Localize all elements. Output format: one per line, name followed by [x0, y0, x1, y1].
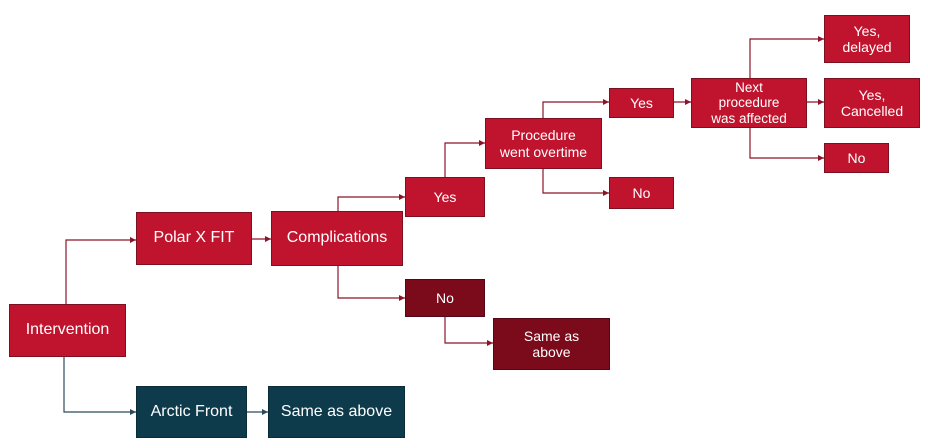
edge-yes-procedure — [444, 140, 485, 177]
edge-procedure-no — [542, 169, 609, 196]
node-complications: Complications — [271, 211, 403, 266]
node-overtime-no: No — [609, 177, 674, 209]
edge-next-delayed — [749, 36, 824, 78]
node-polar-x-fit: Polar X FIT — [136, 212, 252, 265]
node-yes-cancelled: Yes, Cancelled — [824, 78, 920, 128]
edge-procedure-yes — [542, 99, 609, 118]
edge-no-same-as-above — [444, 317, 493, 346]
edge-next-no — [749, 128, 824, 161]
node-next-no: No — [824, 143, 889, 173]
node-complications-yes: Yes — [405, 177, 485, 217]
edge-intervention-polar — [65, 237, 136, 304]
node-same-as-above-red: Same as above — [493, 318, 610, 370]
node-intervention: Intervention — [9, 304, 126, 357]
node-yes-delayed: Yes, delayed — [824, 15, 910, 63]
edge-intervention-arctic — [63, 357, 136, 415]
node-procedure-overtime: Procedure went overtime — [485, 118, 602, 169]
node-next-procedure: Next procedure was affected — [691, 78, 807, 128]
node-overtime-yes: Yes — [609, 88, 674, 118]
edge-complications-no — [337, 266, 405, 301]
edge-complications-yes — [337, 194, 405, 211]
node-complications-no: No — [405, 279, 485, 317]
node-same-as-above-teal: Same as above — [268, 386, 405, 438]
node-arctic-front: Arctic Front — [136, 386, 247, 438]
